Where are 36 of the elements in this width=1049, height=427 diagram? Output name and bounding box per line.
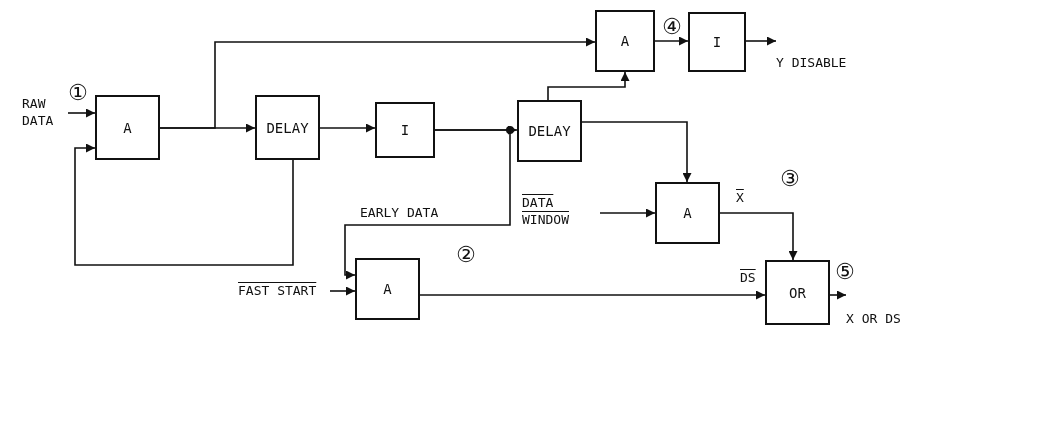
arrow bbox=[745, 36, 777, 46]
edge-label: DS bbox=[740, 270, 756, 285]
arrow bbox=[581, 121, 692, 183]
logic-block: A bbox=[95, 95, 160, 160]
logic-block: I bbox=[688, 12, 746, 72]
signal-name: Y DISABLE bbox=[776, 30, 876, 74]
edge-label: X bbox=[736, 190, 744, 205]
callout-number: ④ bbox=[662, 14, 682, 39]
callout-number: ② bbox=[456, 242, 476, 267]
arrow bbox=[74, 143, 294, 266]
logic-block: A bbox=[355, 258, 420, 320]
arrow bbox=[654, 36, 689, 46]
signal-name: DATA WINDOW bbox=[522, 194, 600, 232]
logic-block: DELAY bbox=[255, 95, 320, 160]
arrow bbox=[159, 37, 596, 129]
arrow bbox=[329, 286, 356, 296]
arrow bbox=[344, 129, 511, 280]
edge-label: EARLY DATA bbox=[360, 205, 439, 220]
signal-name: RAW DATA bbox=[22, 95, 68, 131]
logic-block: I bbox=[375, 102, 435, 158]
arrow bbox=[67, 108, 96, 118]
callout-number: ① bbox=[68, 80, 88, 105]
arrow bbox=[419, 290, 766, 300]
signal-name: X OR DS bbox=[846, 284, 926, 328]
logic-block: DELAY bbox=[517, 100, 582, 162]
logic-block: A bbox=[655, 182, 720, 244]
arrow bbox=[319, 123, 376, 133]
arrow bbox=[547, 71, 630, 101]
logic-block: OR bbox=[765, 260, 830, 325]
arrow bbox=[719, 212, 798, 261]
arrow bbox=[829, 290, 847, 300]
arrow bbox=[599, 208, 656, 218]
signal-name: FAST START bbox=[238, 282, 330, 300]
callout-number: ③ bbox=[780, 166, 800, 191]
callout-number: ⑤ bbox=[835, 259, 855, 284]
logic-block: A bbox=[595, 10, 655, 72]
